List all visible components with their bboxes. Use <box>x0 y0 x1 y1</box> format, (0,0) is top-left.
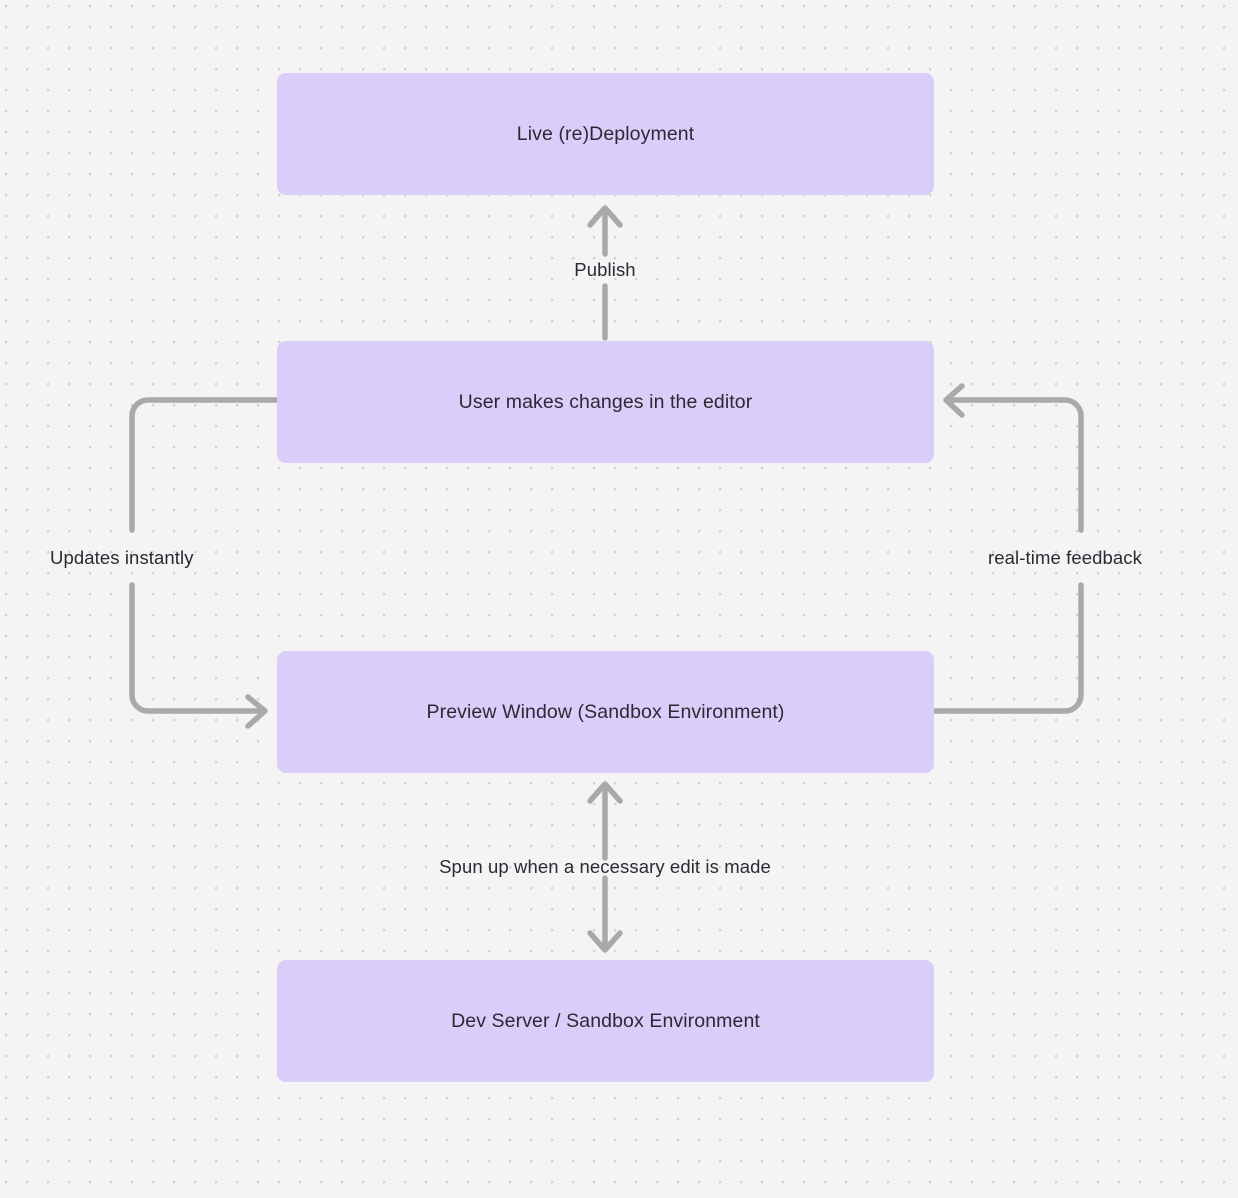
node-dev-server-label: Dev Server / Sandbox Environment <box>451 1009 760 1032</box>
node-user-edits-label: User makes changes in the editor <box>458 390 753 413</box>
edge-label-updates-instantly: Updates instantly <box>50 546 194 568</box>
node-user-edits[interactable]: User makes changes in the editor <box>277 341 934 463</box>
node-dev-server[interactable]: Dev Server / Sandbox Environment <box>277 960 934 1082</box>
node-preview-window-label: Preview Window (Sandbox Environment) <box>426 700 785 723</box>
edge-label-spun-up: Spun up when a necessary edit is made <box>439 855 771 877</box>
edge-label-publish: Publish <box>574 258 636 280</box>
node-live-deployment[interactable]: Live (re)Deployment <box>277 73 934 195</box>
node-preview-window[interactable]: Preview Window (Sandbox Environment) <box>277 651 934 773</box>
node-live-deployment-label: Live (re)Deployment <box>516 122 695 145</box>
edge-label-real-time-feedback: real-time feedback <box>988 546 1142 568</box>
